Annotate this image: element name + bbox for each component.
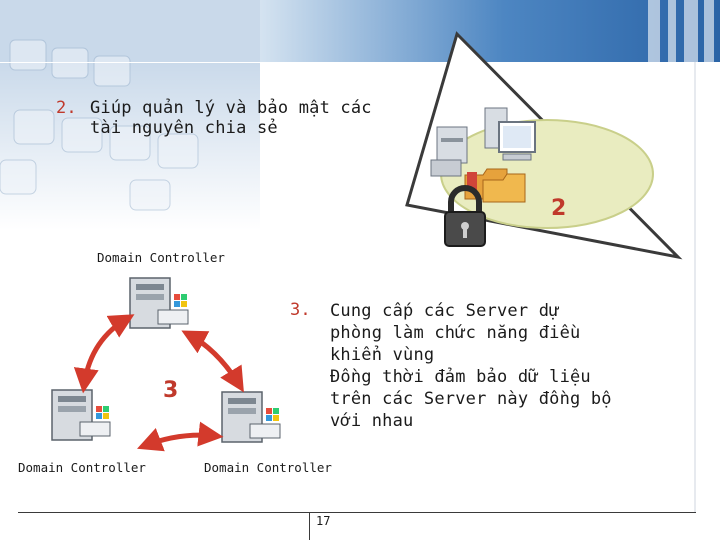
item3-line-6: với nhau [330,411,414,431]
server-icon-right [221,391,281,443]
domain-controller-label-top: Domain Controller [97,250,225,265]
item3-text: Cung cấp các Server dự phòng làm chức nă… [330,300,612,432]
shared-resources-triangle [405,31,683,260]
item2-number: 2. [56,98,77,118]
lock-icon [444,185,486,247]
item3-line-4: Đồng thời đảm bảo dữ liệu [330,367,591,387]
footer-divider [309,512,310,540]
item3-line-5: trên các Server này đồng bộ [330,389,612,409]
domain-controller-label-left: Domain Controller [18,460,146,475]
server-icon-top [129,277,189,329]
item3-line-3: khiển vùng [330,345,435,365]
item3-badge: 3 [163,378,179,403]
shared-folder-icon [464,168,526,203]
item3-number: 3. [290,300,311,320]
page-number: 17 [316,514,331,528]
item3-line-2: phòng làm chức năng điều [330,323,581,343]
item2-badge: 2 [551,196,567,221]
workstation-icon [430,126,468,177]
computer-icon [484,107,536,161]
replication-arrow-top-right [181,330,244,393]
footer-rule [18,512,696,513]
item2-line-2: tài nguyên chia sẻ [90,118,278,138]
replication-arrow-bottom [137,421,224,452]
item2-text: Giúp quản lý và bảo mật các tài nguyên c… [90,98,372,138]
domain-controller-label-right: Domain Controller [204,460,332,475]
server-icon-left [51,389,111,441]
replication-arrow-top-left [73,314,135,394]
domain-controller-network [51,277,281,452]
item3-line-1: Cung cấp các Server dự [330,301,560,321]
item2-line-1: Giúp quản lý và bảo mật các [90,98,372,118]
